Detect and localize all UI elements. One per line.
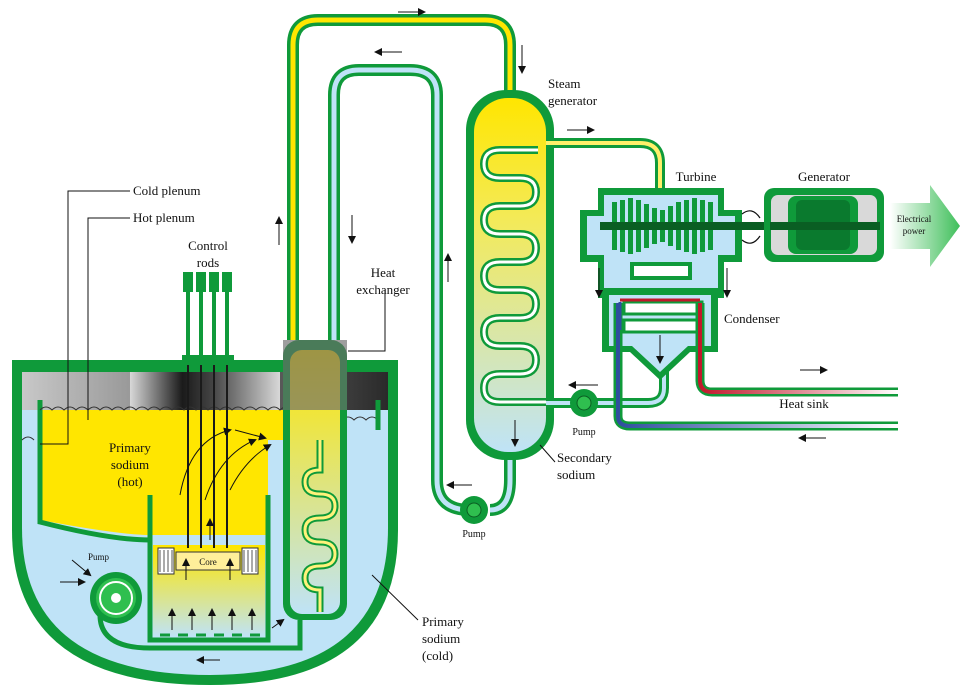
primary-pump bbox=[90, 572, 142, 624]
heat-exchanger-label-1: Heat bbox=[371, 265, 396, 280]
condenser-label: Condenser bbox=[724, 311, 780, 326]
steam-line bbox=[546, 126, 665, 190]
secondary-sodium-label-1: Secondary bbox=[557, 450, 612, 465]
core-label: Core bbox=[199, 557, 217, 567]
leader-lines bbox=[40, 190, 556, 621]
generator-label: Generator bbox=[798, 169, 851, 184]
control-rods-label-1: Control bbox=[188, 238, 228, 253]
electrical-power-label-2: power bbox=[903, 226, 926, 236]
hot-pool bbox=[40, 410, 300, 535]
primary-pump-label: Pump bbox=[88, 552, 110, 562]
primary-sodium-cold-label-3: (cold) bbox=[422, 648, 453, 663]
secondary-pump bbox=[570, 389, 598, 417]
steam-generator-label-1: Steam bbox=[548, 76, 581, 91]
cold-plenum-label: Cold plenum bbox=[133, 183, 201, 198]
secondary-loop-piping: Pump bbox=[275, 8, 526, 540]
secondary-sodium-label-2: sodium bbox=[557, 467, 595, 482]
feedwater-line: Pump bbox=[546, 370, 669, 438]
secondary-pump-label: Pump bbox=[572, 427, 595, 438]
turbine-label: Turbine bbox=[676, 169, 717, 184]
turbine bbox=[580, 188, 770, 298]
primary-sodium-cold-label-2: sodium bbox=[422, 631, 460, 646]
intermediate-pump bbox=[460, 496, 488, 524]
primary-sodium-hot-label-3: (hot) bbox=[117, 474, 142, 489]
condenser bbox=[595, 268, 898, 442]
secondary-flow-arrows bbox=[275, 8, 526, 489]
primary-flow-arrows bbox=[60, 427, 302, 664]
intermediate-pump-label: Pump bbox=[462, 529, 485, 540]
heat-sink-label: Heat sink bbox=[779, 396, 829, 411]
primary-sodium-cold-label-1: Primary bbox=[422, 614, 464, 629]
hot-plenum-label: Hot plenum bbox=[133, 210, 195, 225]
heat-exchanger-label-2: exchanger bbox=[356, 282, 410, 297]
steam-generator bbox=[466, 90, 575, 460]
primary-sodium-hot-label-2: sodium bbox=[111, 457, 149, 472]
primary-sodium-hot-label-1: Primary bbox=[109, 440, 151, 455]
electrical-power-arrow: Electrical power bbox=[890, 185, 960, 267]
steam-generator-label-2: generator bbox=[548, 93, 598, 108]
control-rods bbox=[182, 272, 234, 548]
generator bbox=[764, 188, 884, 262]
intermediate-heat-exchanger bbox=[283, 340, 347, 620]
control-rods-label-2: rods bbox=[197, 255, 219, 270]
electrical-power-label-1: Electrical bbox=[897, 214, 932, 224]
core-block bbox=[175, 551, 241, 571]
